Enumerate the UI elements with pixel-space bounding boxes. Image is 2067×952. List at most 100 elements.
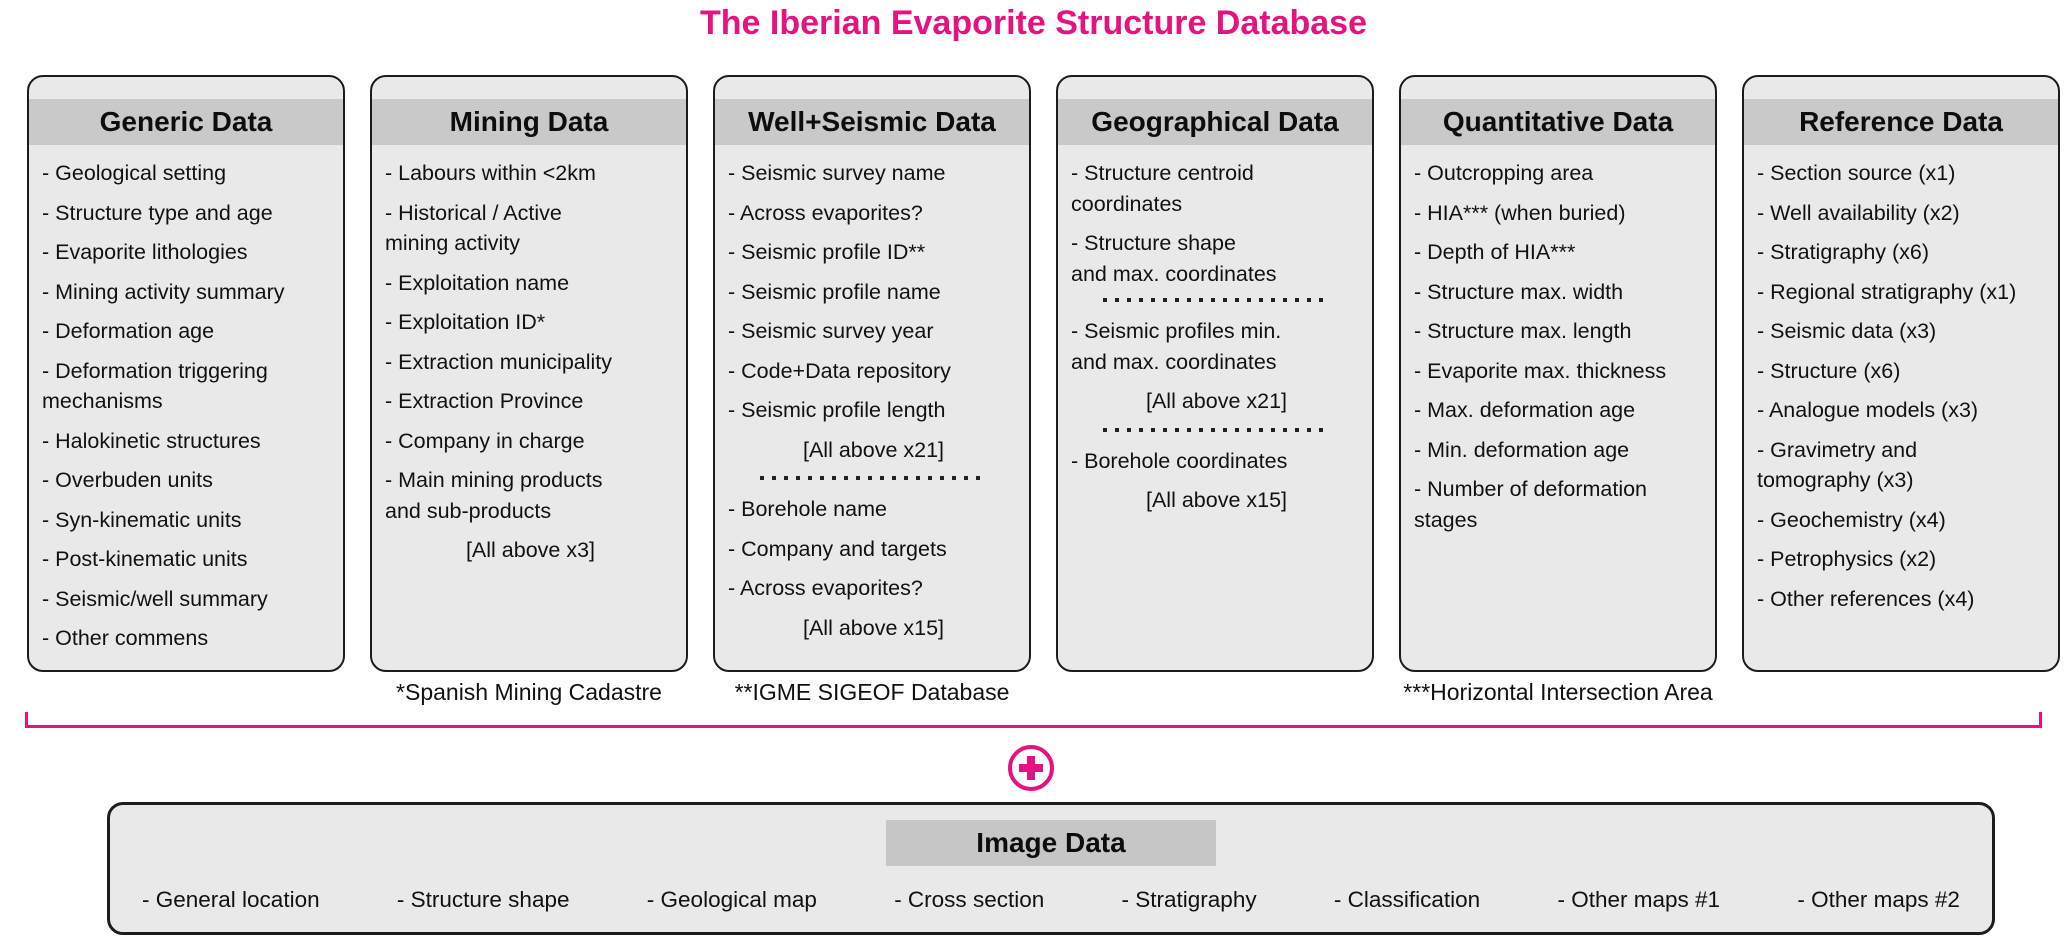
card-item: - Seismic survey name — [728, 161, 946, 185]
card-generic-data: Generic Data - Geological setting - Struct… — [27, 75, 345, 672]
card-item: - Company and targets — [728, 536, 947, 561]
card-item: - Number of deformation stages — [1414, 477, 1648, 532]
card-item: - Geological setting — [42, 161, 227, 185]
card-column-well-seismic-data: Well+Seismic Data- Seismic survey name- … — [713, 75, 1031, 707]
image-data-item: - Other maps #1 — [1557, 887, 1721, 912]
image-data-card: Image Data - General location - Structure… — [107, 802, 1995, 935]
card-item: - Max. deformation age — [1414, 398, 1636, 423]
card-item: - Extraction Province — [385, 389, 584, 414]
card-item-list: - Structure centroid coordinates - Struct… — [1058, 145, 1372, 516]
card-item: - Historical / Active mining activity — [385, 200, 562, 256]
card-item: - Extraction municipality — [385, 349, 613, 374]
card-item: - Syn-kinematic units — [42, 507, 242, 532]
card-item: - Structure (x6) — [1757, 358, 1901, 383]
card-footnote: *Spanish Mining Cadastre — [396, 679, 662, 705]
card-item: - Section source (x1) — [1757, 161, 1956, 185]
card-item: - Borehole name — [728, 497, 887, 522]
image-data-item: - Structure shape — [396, 887, 570, 912]
card-item: - Post-kinematic units — [42, 547, 248, 572]
card-item: - Labours within <2km — [385, 161, 596, 185]
card-item: - Structure max. length — [1414, 319, 1632, 344]
card-item: - Across evaporites? — [728, 576, 923, 601]
card-item: - Well availability (x2) — [1757, 200, 1960, 225]
card-item: - Borehole coordinates — [1071, 448, 1288, 473]
card-quantitative-data: Quantitative Data- Outcropping area- HIA… — [1399, 75, 1717, 672]
bracket-line — [25, 712, 2042, 728]
card-item: - Overbuden units — [42, 468, 213, 493]
card-item: - Deformation age — [42, 319, 215, 344]
card-title: Generic Data — [29, 99, 343, 145]
card-item: - Structure shape and max. coordinates — [1071, 231, 1277, 286]
card-item: - Depth of HIA*** — [1414, 240, 1576, 265]
image-data-item: - Cross section — [894, 887, 1045, 912]
card-mining-data: Mining Data - Labours within <2km - Histor… — [370, 75, 688, 672]
card-column-quantitative-data: Quantitative Data- Outcropping area- HIA… — [1399, 75, 1717, 707]
card-item: - Structure max. width — [1414, 279, 1624, 304]
card-item-list: - Geological setting - Structure type and… — [29, 145, 343, 654]
card-title: Geographical Data — [1058, 99, 1372, 145]
count-note: [All above x21] — [1145, 389, 1288, 414]
data-cards-row: Generic Data - Geological setting - Struct… — [27, 75, 2060, 707]
image-data-items: - General location - Structure shape - Geo… — [110, 887, 1992, 913]
card-footnote: **IGME SIGEOF Database — [734, 679, 1010, 705]
card-footnote — [1742, 679, 2060, 707]
card-item: - Gravimetry and tomography (x3) — [1757, 437, 1918, 493]
card-item: - Evaporite max. thickness — [1414, 358, 1667, 383]
card-item: - Exploitation ID* — [385, 310, 546, 335]
count-note: [All above x15] — [802, 615, 945, 640]
card-item: - Analogue models (x3) — [1757, 398, 1979, 423]
dots-separator — [1103, 427, 1330, 432]
card-item: - Seismic/well summary — [42, 586, 268, 611]
card-item: - Seismic profile name — [728, 279, 941, 304]
card-item: - Structure centroid coordinates — [1071, 161, 1254, 216]
card-title: Mining Data — [372, 99, 686, 145]
card-item-list: - Labours within <2km - Historical / Acti… — [372, 145, 686, 566]
card-item: - Seismic profiles min. and max. coordin… — [1071, 319, 1282, 374]
image-data-item: - Stratigraphy — [1121, 887, 1257, 912]
card-item-list: - Section source (x1) - Well availability… — [1744, 145, 2058, 614]
card-item-list: - Seismic survey name - Across evaporites… — [715, 145, 1029, 643]
card-item: - Stratigraphy (x6) — [1757, 240, 1930, 265]
card-title: Reference Data — [1744, 99, 2058, 145]
card-well-seismic-data: Well+Seismic Data- Seismic survey name- … — [713, 75, 1031, 672]
card-footnote — [27, 679, 345, 707]
image-data-title: Image Data — [886, 820, 1216, 866]
card-item: - Evaporite lithologies — [42, 240, 248, 265]
card-item: - Main mining products and sub-products — [385, 468, 603, 523]
card-item: - Seismic profile ID** — [728, 240, 926, 265]
image-data-item: - General location — [142, 887, 320, 912]
count-note: [All above x15] — [1145, 488, 1288, 513]
card-item: - Deformation triggering mechanisms — [42, 358, 268, 414]
card-item: - Structure type and age — [42, 200, 273, 225]
card-footnote — [1056, 679, 1374, 707]
plus-icon-bar — [1027, 756, 1035, 780]
card-item: - Across evaporites? — [728, 200, 923, 225]
card-title: Well+Seismic Data — [715, 99, 1029, 145]
card-title: Quantitative Data — [1401, 99, 1715, 145]
card-item: - Geochemistry (x4) — [1757, 507, 1946, 532]
card-item: - Halokinetic structures — [42, 428, 261, 453]
card-column-reference-data: Reference Data - Section source (x1) - Wel… — [1742, 75, 2060, 707]
plus-circle-icon — [1008, 745, 1054, 791]
card-item: - Other references (x4) — [1757, 586, 1975, 611]
card-item: - Regional stratigraphy (x1) — [1757, 279, 2017, 304]
image-data-item: - Other maps #2 — [1797, 887, 1960, 912]
card-item: - Outcropping area — [1414, 161, 1594, 185]
count-note: [All above x3] — [465, 538, 596, 563]
card-item: - Mining activity summary — [42, 279, 285, 304]
card-item: - Other commens — [42, 626, 209, 651]
card-item: - Seismic profile length — [728, 398, 946, 423]
card-item: - Seismic data (x3) — [1757, 319, 1937, 344]
card-item: - Seismic survey year — [728, 319, 934, 344]
dots-separator — [1103, 298, 1330, 303]
image-data-item: - Classification — [1333, 887, 1481, 912]
card-item-list: - Outcropping area- HIA*** (when buried)… — [1401, 145, 1715, 535]
card-column-generic-data: Generic Data - Geological setting - Struct… — [27, 75, 345, 707]
card-item: - Code+Data repository — [728, 358, 951, 383]
card-item: - Min. deformation age — [1414, 437, 1630, 462]
card-item: - Company in charge — [385, 428, 585, 453]
card-geographical-data: Geographical Data- Structure centroid co… — [1056, 75, 1374, 672]
image-data-item: - Geological map — [646, 887, 817, 912]
count-note: [All above x21] — [802, 437, 945, 462]
